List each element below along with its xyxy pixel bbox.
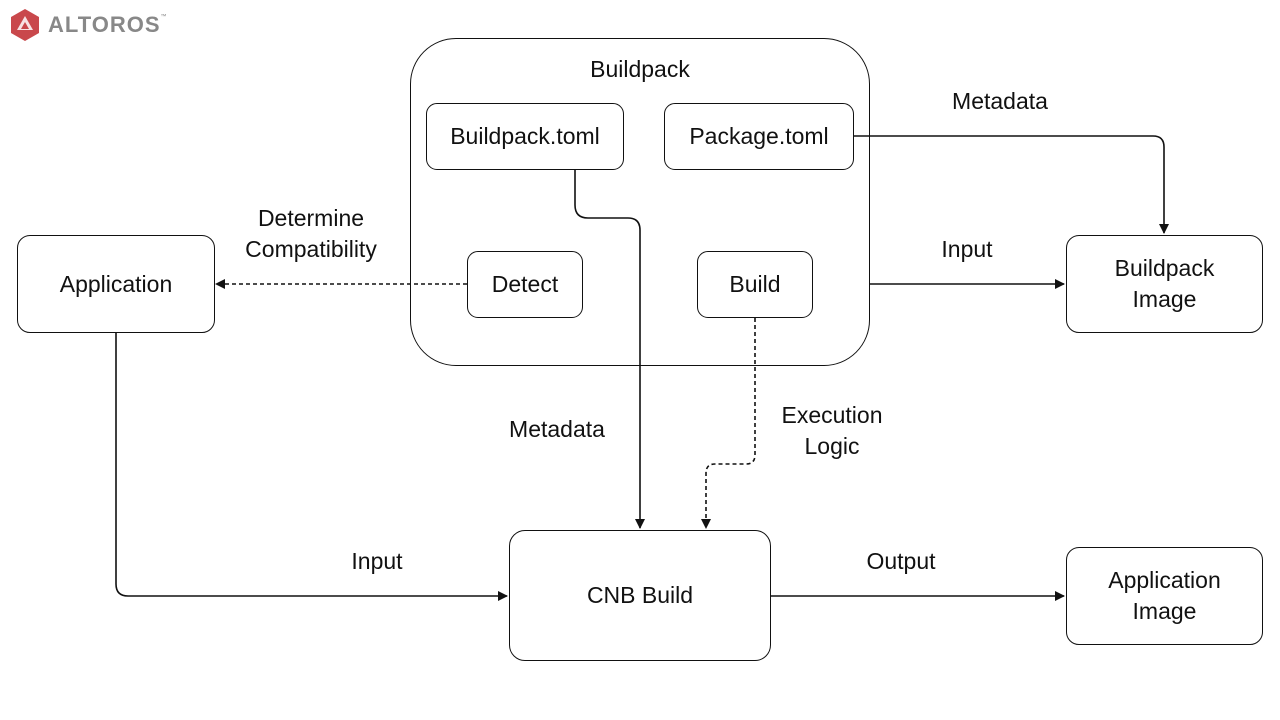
build-node: Build	[697, 251, 813, 318]
buildpack-image-line2: Image	[1132, 286, 1197, 312]
edge-label-output: Output	[866, 548, 936, 574]
arrow-package-to-buildpack-image	[853, 135, 1169, 234]
edge-label-execution-logic: Execution Logic	[767, 400, 897, 462]
detect-node: Detect	[467, 251, 583, 318]
application-image-line2: Image	[1132, 598, 1197, 624]
execution-line2: Logic	[804, 433, 860, 459]
logo-text: ALTOROS	[48, 12, 161, 37]
execution-line1: Execution	[781, 402, 883, 428]
arrow-buildpack-toml-to-cnb	[574, 170, 645, 529]
determine-line1: Determine	[257, 205, 365, 231]
logo-tm: ™	[160, 14, 167, 20]
buildpack-group-title: Buildpack	[590, 56, 690, 82]
application-node: Application	[17, 235, 215, 333]
arrow-application-to-cnb	[115, 333, 508, 601]
buildpack-toml-node: Buildpack.toml	[426, 103, 624, 170]
buildpack-image-node: Buildpack Image	[1066, 235, 1263, 333]
edge-label-input-bottom: Input	[351, 548, 403, 574]
edge-label-input-right: Input	[941, 236, 993, 262]
determine-line2: Compatibility	[245, 236, 377, 262]
altoros-hexagon-icon	[11, 9, 39, 41]
edge-label-determine-compatibility: Determine Compatibility	[226, 203, 396, 265]
buildpack-group	[410, 38, 870, 366]
buildpack-image-line1: Buildpack	[1114, 255, 1215, 281]
arrow-build-to-cnb	[701, 318, 756, 529]
altoros-logo: ALTOROS ™	[8, 8, 167, 42]
package-toml-node: Package.toml	[664, 103, 854, 170]
application-image-line1: Application	[1108, 567, 1221, 593]
cnb-build-node: CNB Build	[509, 530, 771, 661]
edge-label-metadata-mid: Metadata	[509, 416, 605, 442]
application-image-node: Application Image	[1066, 547, 1263, 645]
edge-label-metadata-top: Metadata	[952, 88, 1048, 114]
